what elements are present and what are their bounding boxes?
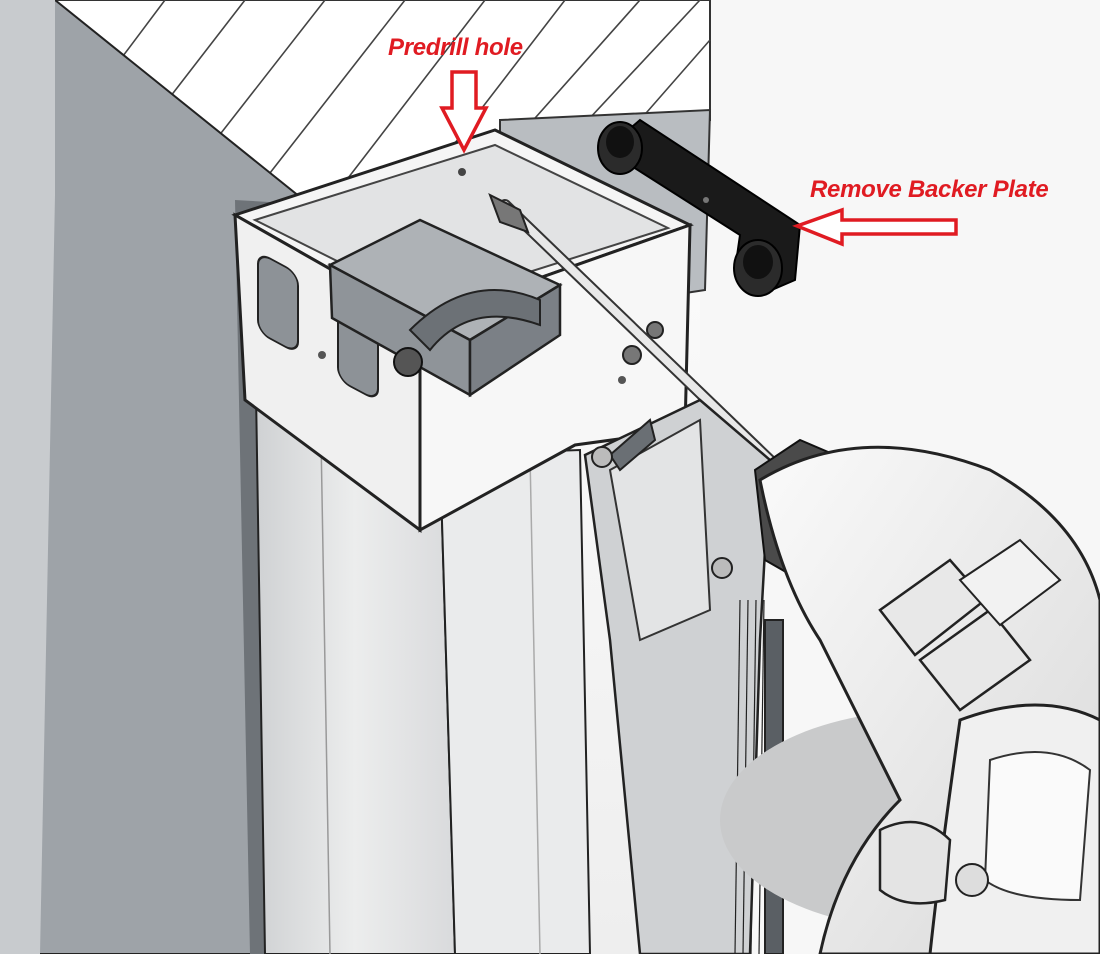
backer-plate [597,118,802,297]
backer-arrow-icon [792,207,958,247]
cordless-drill [753,438,1100,954]
remove-backer-plate-label: Remove Backer Plate [810,176,1049,203]
motor-unit [327,218,563,398]
predrill-arrow-icon [439,70,489,154]
drill-bit-shaft [488,192,786,476]
predrill-hole-label: Predrill hole [388,34,523,61]
